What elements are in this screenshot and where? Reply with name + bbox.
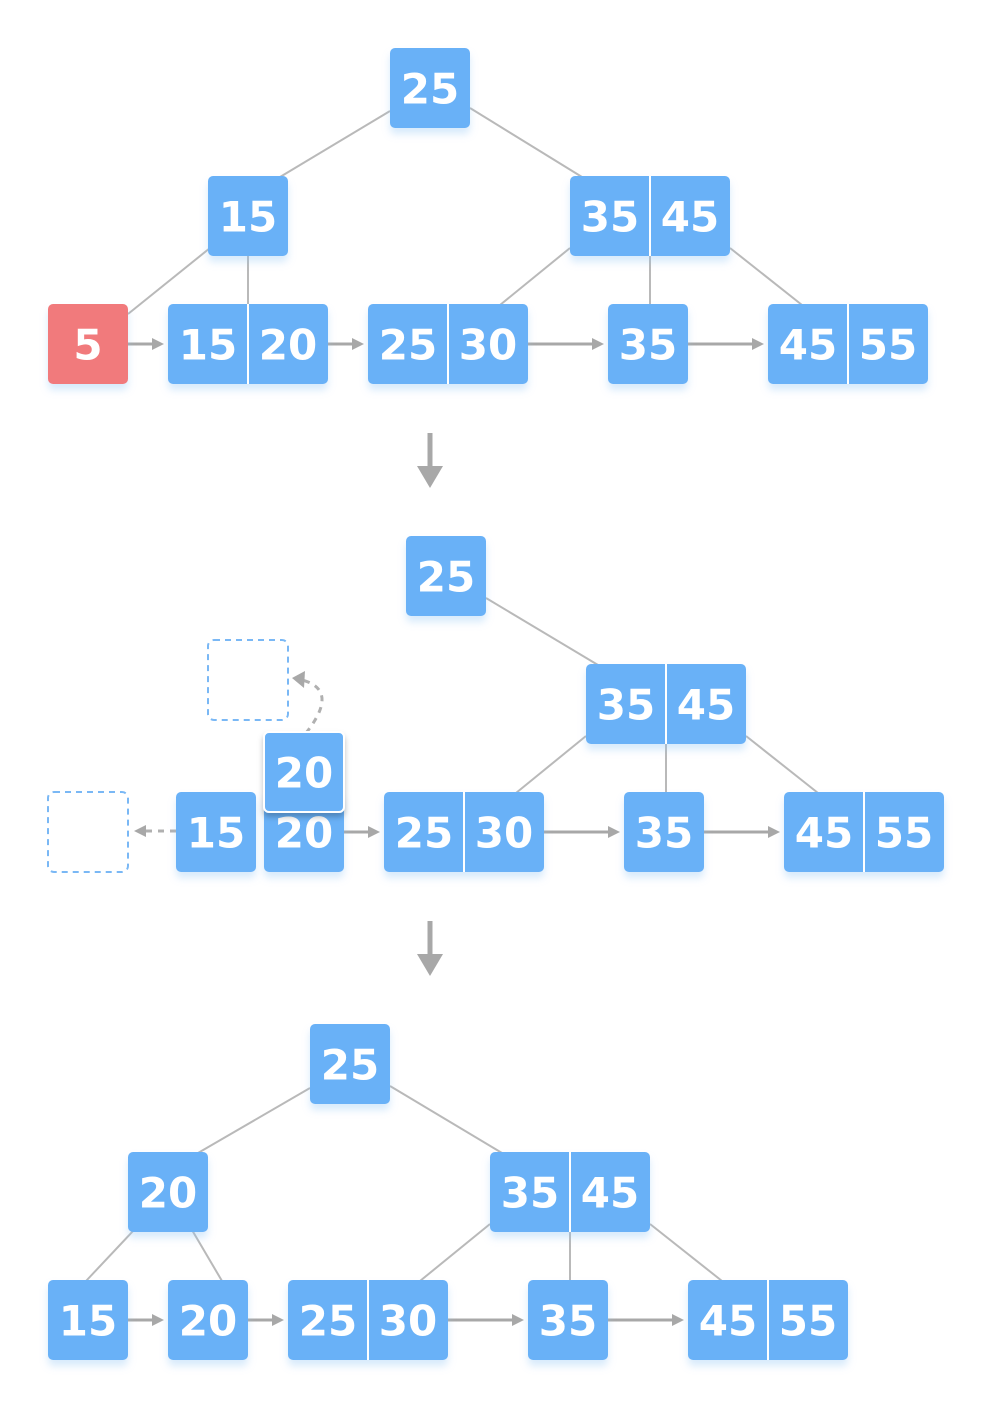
moving-key-node: 20 — [263, 731, 345, 813]
key: 55 — [875, 809, 933, 858]
key: 25 — [321, 1041, 379, 1090]
internal-node-left: 15 — [208, 176, 288, 256]
internal-node-right: 35 45 — [570, 176, 730, 256]
empty-node-placeholder — [207, 639, 289, 721]
leaf-node: 25 30 — [288, 1280, 448, 1360]
edge — [485, 597, 599, 666]
move-left-dashed-arrow — [134, 825, 176, 837]
edge — [85, 1229, 135, 1282]
edge — [197, 1087, 311, 1154]
step-1-before: 25 15 35 45 5 15 20 25 — [48, 48, 928, 384]
key: 25 — [379, 321, 437, 370]
leaf-node: 45 55 — [688, 1280, 848, 1360]
key: 20 — [179, 1297, 237, 1346]
edge — [469, 107, 583, 178]
key: 15 — [187, 809, 245, 858]
leaf-node: 15 — [48, 1280, 128, 1360]
internal-node-left: 20 — [128, 1152, 208, 1232]
edge — [389, 1085, 503, 1154]
key: 55 — [859, 321, 917, 370]
leaf-node: 35 — [528, 1280, 608, 1360]
key: 45 — [779, 321, 837, 370]
key: 25 — [395, 809, 453, 858]
leaf-link-arrow — [688, 338, 764, 350]
edge — [279, 110, 391, 178]
internal-node-right: 35 45 — [490, 1152, 650, 1232]
step-2-borrow: 25 35 45 15 20 20 25 30 — [47, 536, 944, 873]
edge — [649, 1223, 723, 1282]
key: 15 — [179, 321, 237, 370]
edge — [515, 735, 587, 794]
key: 15 — [219, 193, 277, 242]
edge — [191, 1229, 223, 1282]
key: 35 — [501, 1169, 559, 1218]
leaf-link-arrow — [704, 826, 780, 838]
leaf-node: 15 — [176, 792, 256, 872]
leaf-node: 45 55 — [784, 792, 944, 872]
edge — [419, 1223, 491, 1282]
move-up-dashed-arrow — [292, 671, 324, 734]
key: 30 — [379, 1297, 437, 1346]
edge — [729, 247, 803, 306]
key: 45 — [677, 681, 735, 730]
internal-node-right: 35 45 — [586, 664, 746, 744]
key: 30 — [475, 809, 533, 858]
key: 30 — [459, 321, 517, 370]
key: 55 — [779, 1297, 837, 1346]
key: 20 — [259, 321, 317, 370]
leaf-node: 45 55 — [768, 304, 928, 384]
key: 15 — [59, 1297, 117, 1346]
leaf-link-arrow — [128, 1314, 164, 1326]
edge — [499, 247, 571, 306]
leaf-link-arrow — [128, 338, 164, 350]
leaf-link-arrow — [544, 826, 620, 838]
key: 25 — [417, 553, 475, 602]
key: 35 — [619, 321, 677, 370]
key: 25 — [299, 1297, 357, 1346]
leaf-link-arrow — [448, 1314, 524, 1326]
key: 35 — [635, 809, 693, 858]
key: 5 — [73, 321, 102, 370]
down-arrow-icon — [417, 921, 443, 976]
key: 20 — [275, 809, 333, 858]
leaf-node: 15 20 — [168, 304, 328, 384]
leaf-node: 25 30 — [368, 304, 528, 384]
leaf-node: 35 — [608, 304, 688, 384]
leaf-node: 25 30 — [384, 792, 544, 872]
key: 35 — [597, 681, 655, 730]
key: 45 — [699, 1297, 757, 1346]
leaf-node: 20 — [168, 1280, 248, 1360]
root-node: 25 — [310, 1024, 390, 1104]
root-node: 25 — [406, 536, 486, 616]
down-arrow-icon — [417, 433, 443, 488]
key: 35 — [581, 193, 639, 242]
key: 45 — [795, 809, 853, 858]
leaf-link-arrow — [608, 1314, 684, 1326]
leaf-link-arrow — [344, 826, 380, 838]
leaf-node: 35 — [624, 792, 704, 872]
key: 25 — [401, 65, 459, 114]
key: 35 — [539, 1297, 597, 1346]
leaf-link-arrow — [528, 338, 604, 350]
leaf-link-arrow — [248, 1314, 284, 1326]
edge — [127, 247, 211, 315]
empty-node-placeholder — [47, 791, 129, 873]
root-node: 25 — [390, 48, 470, 128]
step-3-after: 25 20 35 45 15 20 25 30 — [48, 1024, 848, 1360]
key: 45 — [581, 1169, 639, 1218]
key: 45 — [661, 193, 719, 242]
leaf-link-arrow — [328, 338, 364, 350]
key: 20 — [139, 1169, 197, 1218]
key: 20 — [275, 749, 333, 798]
edge — [745, 735, 819, 794]
leaf-node-deleted: 5 — [48, 304, 128, 384]
